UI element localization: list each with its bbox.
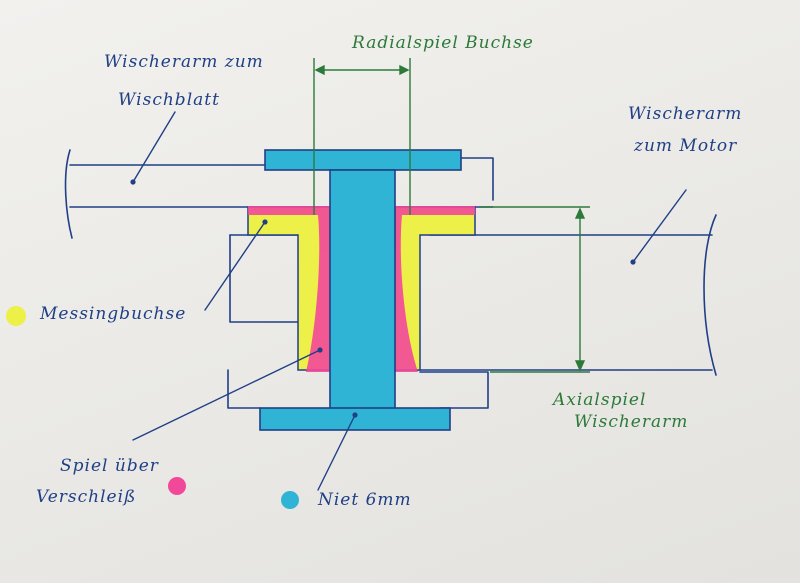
label-arm-motor-line1: Wischerarm <box>628 104 743 124</box>
leader-dot-wear <box>317 347 323 353</box>
axial-clearance-dimension <box>480 206 590 373</box>
legend-dot-yellow <box>6 306 26 326</box>
legend-dot-cyan <box>281 491 299 509</box>
leader-line-rivet <box>317 414 356 491</box>
label-spiel-line1: Spiel über <box>60 456 159 476</box>
label-spiel-line2: Verschleiß <box>36 487 137 507</box>
leader-dot-blade <box>130 179 136 185</box>
label-messingbuchse: Messingbuchse <box>40 304 187 324</box>
legend-dot-pink <box>168 477 186 495</box>
leader-dot-rivet <box>352 412 358 418</box>
label-arm-motor-line2: zum Motor <box>634 136 738 156</box>
leader-line-motor <box>632 189 687 263</box>
leader-line-wear <box>132 349 321 441</box>
leader-dot-motor <box>630 259 636 265</box>
radial-clearance-dimension <box>313 58 411 215</box>
label-arm-blade-line1: Wischerarm zum <box>104 52 264 72</box>
label-arm-blade-line2: Wischblatt <box>118 90 220 110</box>
leader-dot-bushing <box>262 219 268 225</box>
wear-clearance <box>248 206 475 372</box>
leader-line-blade <box>132 111 176 183</box>
wiper-arm-motor <box>394 157 717 376</box>
rivet <box>259 149 462 431</box>
leader-line-bushing <box>204 221 266 311</box>
label-niet: Niet 6mm <box>318 490 412 510</box>
label-axialspiel-line2: Wischerarm <box>574 412 689 432</box>
label-axialspiel-line1: Axialspiel <box>553 390 647 410</box>
label-radialspiel: Radialspiel Buchse <box>352 33 534 53</box>
